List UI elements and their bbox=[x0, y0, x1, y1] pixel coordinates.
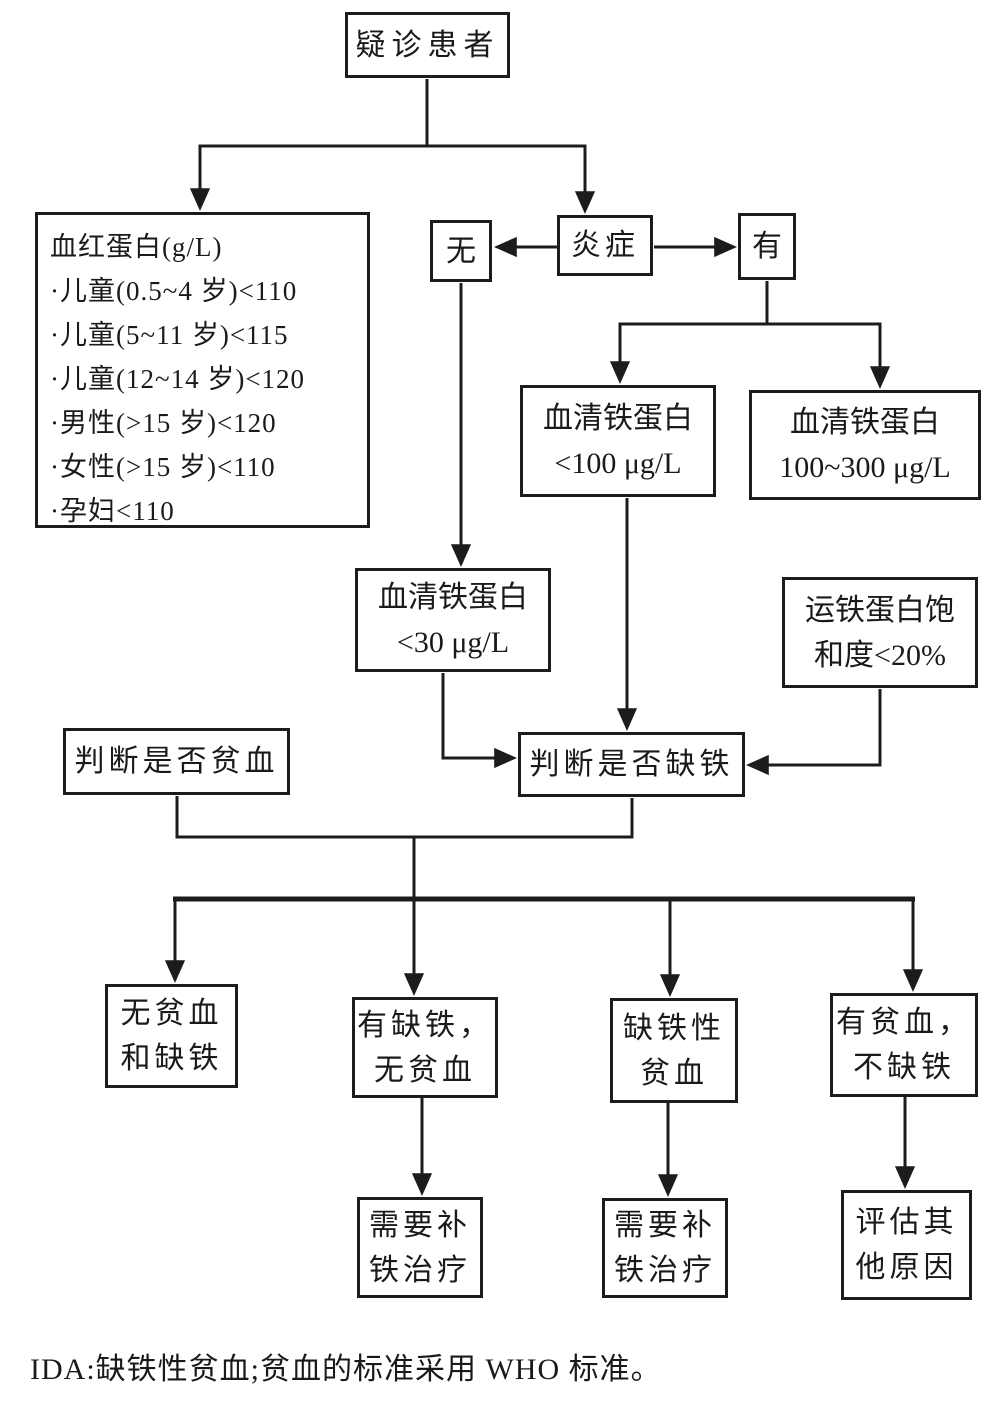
serum-ferritin-lt100-line1: 血清铁蛋白 bbox=[543, 402, 693, 435]
serum-ferritin-100-300-line1: 血清铁蛋白 bbox=[790, 406, 940, 439]
transferrin-saturation-line1: 运铁蛋白饱 bbox=[805, 593, 955, 627]
hemoglobin-item-children-5-11: ·儿童(5~11 岁)<115 bbox=[50, 320, 289, 350]
judge-anemia-label: 判断是否贫血 bbox=[74, 745, 279, 778]
flow-node-inflammation-no: 无 bbox=[430, 220, 492, 282]
serum-ferritin-100-300-line2: 100~300 μg/L bbox=[779, 451, 951, 484]
flow-node-result-iron-deficiency-no-anemia: 有缺铁， 无贫血 bbox=[352, 997, 498, 1098]
evaluate-other-line1: 评估其 bbox=[855, 1206, 958, 1239]
inflammation-label: 炎症 bbox=[571, 229, 639, 262]
result-ida-line1: 缺铁性 bbox=[623, 1011, 725, 1045]
flow-node-judge-anemia: 判断是否贫血 bbox=[63, 728, 290, 795]
flow-node-result-iron-deficiency-anemia: 缺铁性 贫血 bbox=[610, 998, 738, 1103]
connector-tsat-to-judge-iron bbox=[746, 689, 882, 776]
inflammation-no-label: 无 bbox=[446, 234, 476, 268]
flow-node-treatment-iron-right: 需要补 铁治疗 bbox=[602, 1198, 728, 1298]
flow-node-hemoglobin-criteria: 血红蛋白(g/L) ·儿童(0.5~4 岁)<110 ·儿童(5~11 岁)<1… bbox=[35, 212, 370, 528]
footnote-ida-definition: IDA:缺铁性贫血;贫血的标准采用 WHO 标准。 bbox=[30, 1353, 662, 1386]
flow-node-evaluate-other-causes: 评估其 他原因 bbox=[841, 1190, 972, 1300]
flow-node-serum-ferritin-lt30: 血清铁蛋白 <30 μg/L bbox=[355, 568, 551, 672]
treatment-right-line1: 需要补 bbox=[614, 1209, 716, 1242]
result-none-line1: 无贫血 bbox=[120, 997, 223, 1030]
inflammation-yes-label: 有 bbox=[752, 230, 782, 263]
serum-ferritin-lt100-line2: <100 μg/L bbox=[554, 447, 682, 480]
treatment-left-line2: 铁治疗 bbox=[369, 1253, 471, 1287]
flow-node-result-no-anemia-no-iron-deficiency: 无贫血 和缺铁 bbox=[105, 984, 238, 1088]
hemoglobin-item-pregnant: ·孕妇<110 bbox=[50, 496, 175, 526]
hemoglobin-item-children-0.5-4: ·儿童(0.5~4 岁)<110 bbox=[50, 276, 298, 306]
flow-node-inflammation: 炎症 bbox=[557, 215, 653, 276]
flow-node-treatment-iron-left: 需要补 铁治疗 bbox=[357, 1197, 483, 1298]
flow-node-transferrin-saturation: 运铁蛋白饱 和度<20% bbox=[782, 577, 978, 688]
connector-judgments-join bbox=[175, 796, 634, 839]
serum-ferritin-lt30-line2: <30 μg/L bbox=[396, 626, 510, 659]
transferrin-saturation-line2: 和度<20% bbox=[814, 638, 946, 672]
hemoglobin-item-male: ·男性(>15 岁)<120 bbox=[50, 408, 277, 438]
flow-node-serum-ferritin-100-300: 血清铁蛋白 100~300 μg/L bbox=[749, 390, 981, 500]
hemoglobin-item-female: ·女性(>15 岁)<110 bbox=[50, 452, 276, 482]
evaluate-other-line2: 他原因 bbox=[855, 1251, 958, 1284]
result-none-line2: 和缺铁 bbox=[120, 1042, 223, 1075]
result-iron-only-line2: 无贫血 bbox=[374, 1053, 476, 1087]
flow-node-judge-iron-deficiency: 判断是否缺铁 bbox=[518, 732, 745, 797]
result-anemia-only-line2: 不缺铁 bbox=[853, 1051, 955, 1084]
hemoglobin-item-children-12-14: ·儿童(12~14 岁)<120 bbox=[50, 364, 306, 394]
flow-node-suspect-patient: 疑诊患者 bbox=[345, 12, 510, 78]
flow-node-serum-ferritin-lt100: 血清铁蛋白 <100 μg/L bbox=[520, 385, 716, 497]
connector-ferritin30-to-judge-iron bbox=[441, 673, 517, 769]
flow-node-inflammation-yes: 有 bbox=[738, 213, 796, 280]
suspect-patient-label: 疑诊患者 bbox=[355, 28, 500, 62]
result-ida-line2: 贫血 bbox=[640, 1056, 708, 1090]
judge-iron-deficiency-label: 判断是否缺铁 bbox=[529, 748, 734, 781]
serum-ferritin-lt30-line1: 血清铁蛋白 bbox=[378, 581, 528, 614]
treatment-right-line2: 铁治疗 bbox=[614, 1254, 716, 1287]
treatment-left-line1: 需要补 bbox=[369, 1208, 471, 1242]
hemoglobin-title: 血红蛋白(g/L) bbox=[50, 232, 223, 262]
result-anemia-only-line1: 有贫血， bbox=[836, 1006, 972, 1039]
flow-node-result-anemia-no-iron-deficiency: 有贫血， 不缺铁 bbox=[830, 993, 978, 1097]
result-iron-only-line1: 有缺铁， bbox=[357, 1008, 493, 1042]
